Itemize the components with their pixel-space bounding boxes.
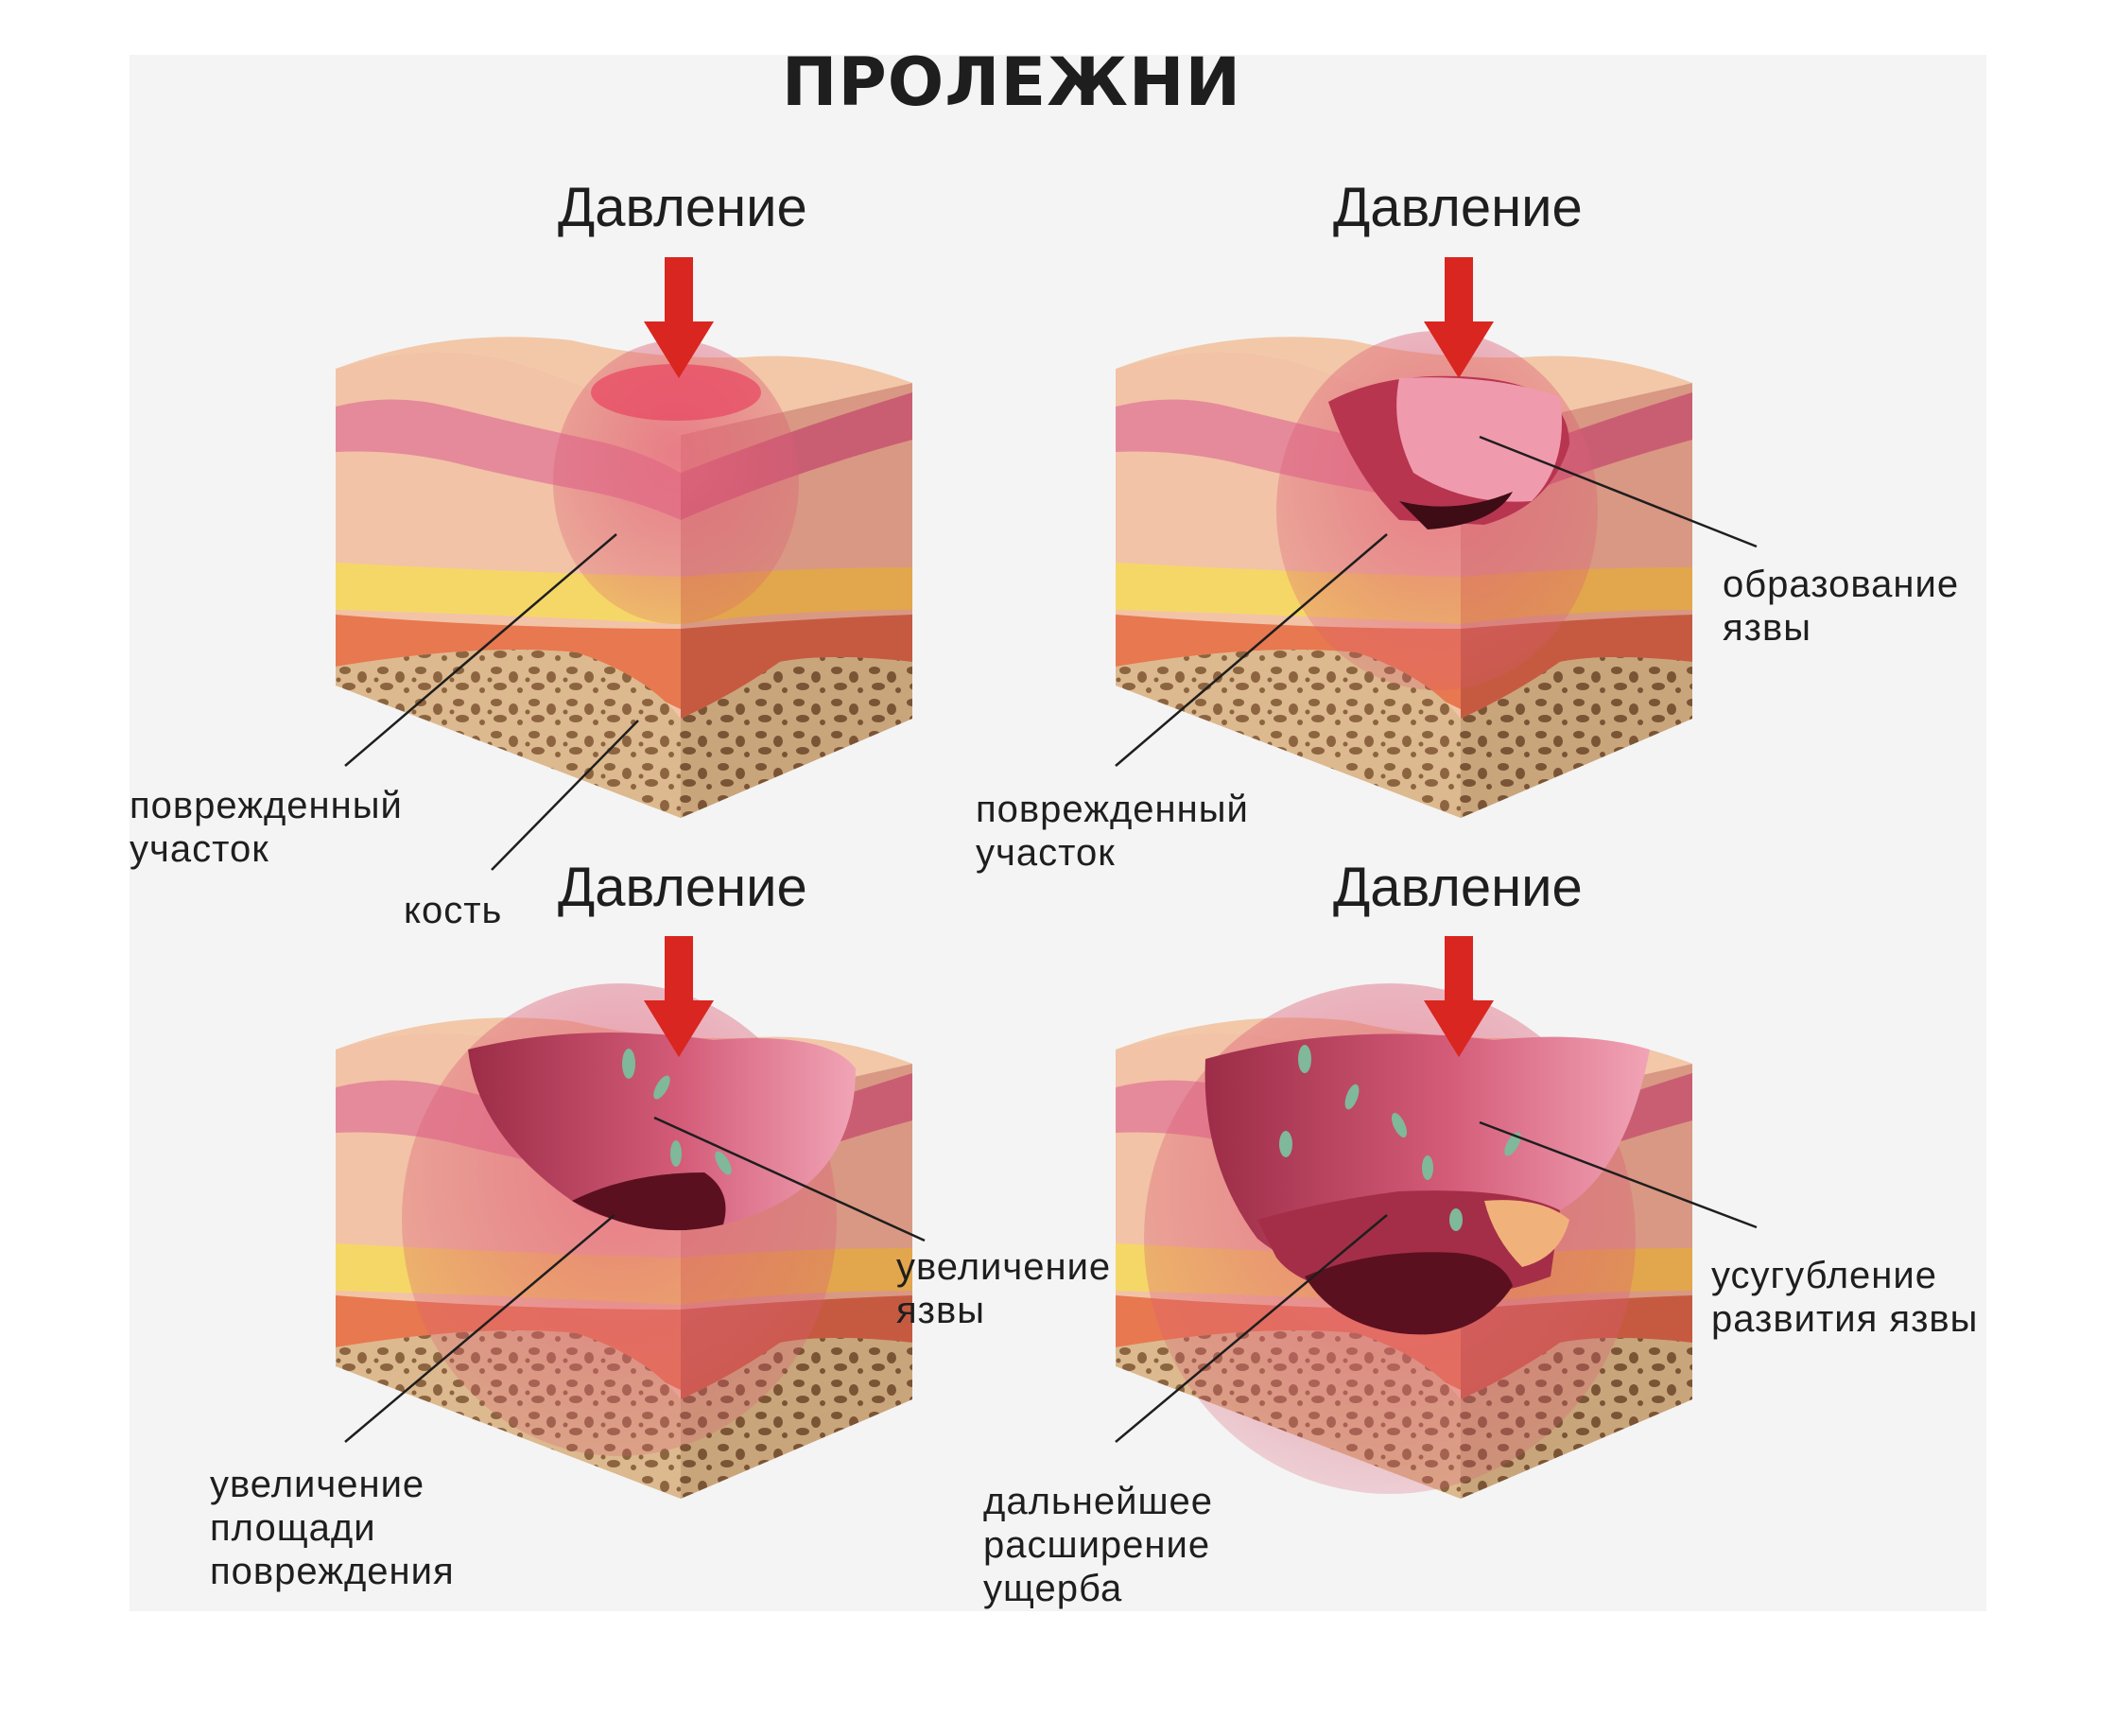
leader-s1-damage: [344, 533, 617, 767]
callout-stage-3-ulcer: увеличение язвы: [896, 1246, 1112, 1331]
skin-block-stage-4: [1116, 983, 1692, 1499]
callout-stage-1-bone: кость: [404, 890, 503, 931]
leader-s4-damage: [1115, 1214, 1388, 1443]
leader-s2-damage: [1115, 533, 1388, 767]
callout-stage-2-damage: поврежденный участок: [976, 789, 1249, 874]
pressure-arrow-stage-2: [1424, 257, 1494, 378]
pressure-arrow-stage-3: [644, 936, 714, 1057]
skin-block-stage-1: [336, 337, 912, 818]
callout-stage-2-ulcer: образование язвы: [1723, 564, 1960, 649]
pressure-label-stage-3: Давление: [558, 857, 807, 918]
callout-stage-3-damage: увеличение площади повреждения: [210, 1464, 455, 1592]
callout-stage-4-ulcer: усугубление развития язвы: [1711, 1255, 1979, 1340]
leader-s4-ulcer: [1479, 1120, 1758, 1229]
leader-s3-damage: [344, 1214, 615, 1443]
leader-s3-ulcer: [653, 1116, 926, 1242]
pressure-arrows: [644, 257, 1494, 1057]
pressure-label-stage-1: Давление: [558, 177, 807, 238]
callout-lines: [344, 435, 1758, 1443]
callout-stage-4-damage: дальнейшее расширение ущерба: [983, 1481, 1214, 1609]
pressure-label-stage-2: Давление: [1333, 177, 1583, 238]
pressure-arrow-stage-1: [644, 257, 714, 378]
leader-s2-ulcer: [1479, 435, 1758, 548]
pressure-label-stage-4: Давление: [1333, 857, 1583, 918]
skin-block-stage-2: [1116, 331, 1692, 818]
pressure-arrow-stage-4: [1424, 936, 1494, 1057]
leader-s1-bone: [491, 720, 639, 871]
callout-stage-1-damage: поврежденный участок: [130, 785, 403, 870]
skin-block-stage-3: [336, 983, 912, 1499]
page-title: ПРОЛЕЖНИ: [781, 43, 1242, 121]
